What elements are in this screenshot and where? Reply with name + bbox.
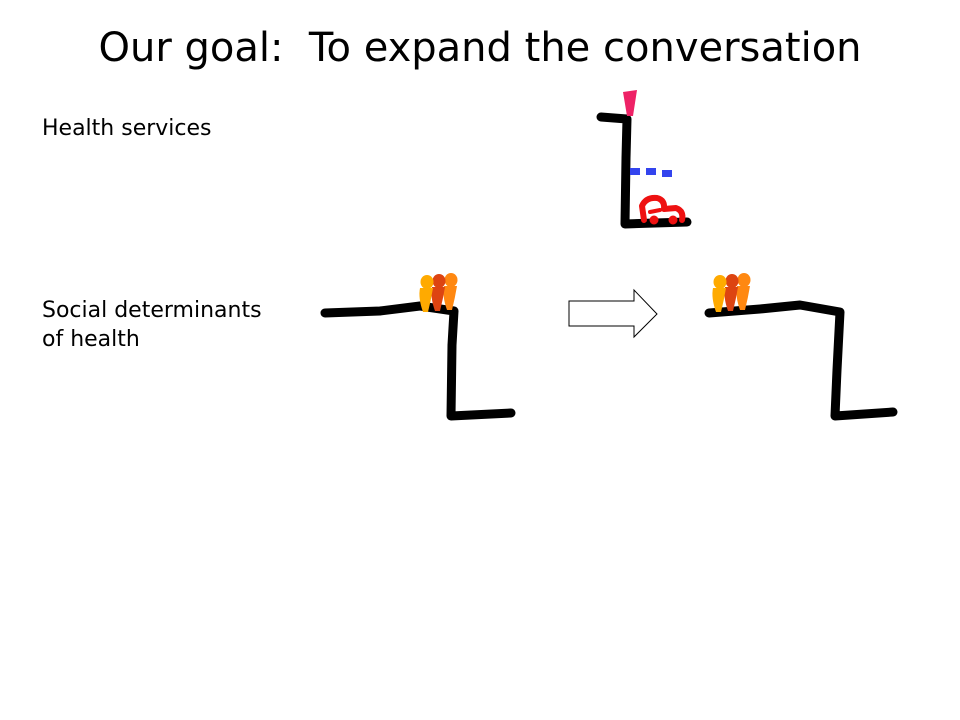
left-cliff-icon (320, 301, 516, 421)
people-group-icon (712, 273, 751, 312)
fence-icon (623, 90, 637, 116)
slide-title: Our goal: To expand the conversation (98, 25, 862, 71)
health-services-cliff (596, 90, 692, 229)
ambulance-icon (639, 194, 686, 225)
people-group-icon (419, 273, 458, 312)
health-services-label: Health services (42, 116, 212, 141)
health-cliff-icon (596, 112, 692, 229)
safety-net-icon (630, 168, 672, 177)
social-determinants-cliff-before (320, 273, 516, 421)
social-determinants-label-line-1: Social determinants (42, 298, 262, 323)
right-arrow-icon (568, 288, 658, 339)
social-determinants-cliff-after (704, 273, 898, 421)
social-determinants-label: Social determinants of health (42, 296, 302, 354)
right-cliff-icon (704, 300, 898, 421)
social-determinants-label-line-2: of health (42, 327, 140, 352)
